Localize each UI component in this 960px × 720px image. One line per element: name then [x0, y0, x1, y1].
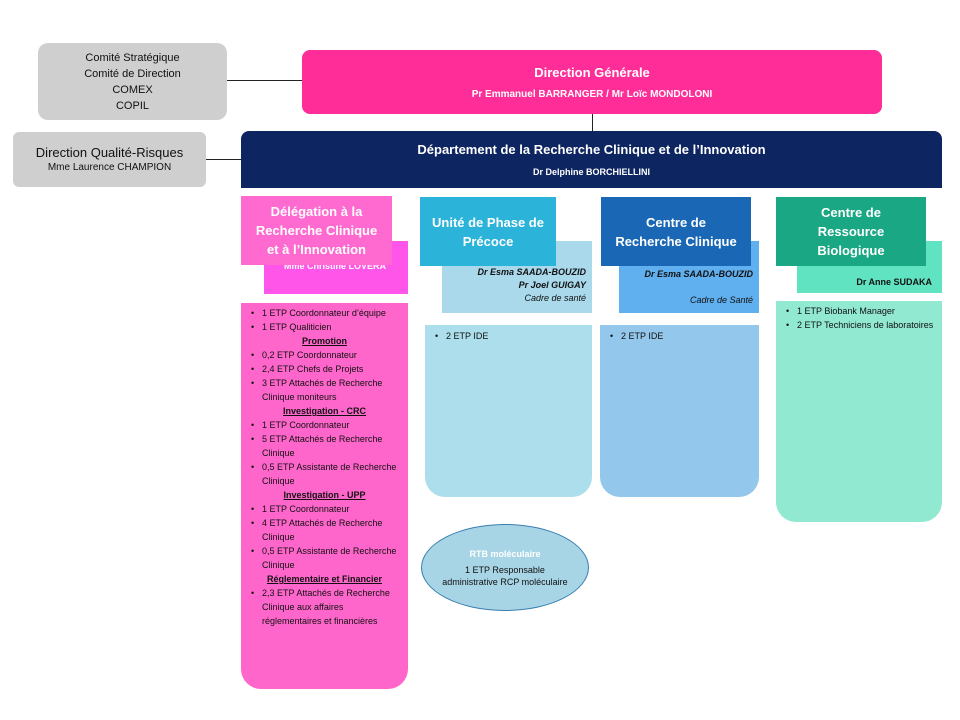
crb-title-line: Centre de: [821, 205, 881, 220]
list-item: 2 ETP IDE: [610, 329, 751, 343]
upp-title-box: Unité de Phase de Précoce: [420, 197, 556, 266]
list-item: 1 ETP Qualiticien: [251, 320, 398, 334]
delegation-list: 1 ETP Coordonnateur d’équipe 1 ETP Quali…: [251, 306, 398, 334]
section-heading-regulatory: Réglementaire et Financier: [266, 574, 383, 584]
section-heading-crc: Investigation - CRC: [282, 406, 366, 416]
list-item: 0,2 ETP Coordonnateur: [251, 348, 398, 362]
connector-dg-drci: [592, 114, 593, 131]
list-item: 2,4 ETP Chefs de Projets: [251, 362, 398, 376]
connector-quality: [206, 159, 241, 160]
crc-title-line: Centre de: [646, 214, 706, 230]
list-item: 5 ETP Attachés de Recherche Clinique: [251, 432, 398, 460]
upp-investigation-list: 1 ETP Coordonnateur 4 ETP Attachés de Re…: [251, 502, 398, 572]
delegation-head-name: Mme Christine LOVERA: [284, 261, 387, 271]
list-item: 1 ETP Coordonnateur d’équipe: [251, 306, 398, 320]
upp-list: 2 ETP IDE: [435, 329, 584, 343]
list-item: 1 ETP Biobank Manager: [786, 304, 934, 318]
direction-generale-box: Direction Générale Pr Emmanuel BARRANGER…: [302, 50, 882, 114]
crc-title-box: Centre de Recherche Clinique: [601, 197, 751, 266]
upp-role: Cadre de santé: [524, 293, 586, 303]
list-item: 1 ETP Coordonnateur: [251, 502, 398, 516]
direction-generale-title: Direction Générale: [534, 64, 650, 80]
upp-name-2: Pr Joel GUIGAY: [518, 280, 586, 290]
quality-box: Direction Qualité-Risques Mme Laurence C…: [13, 132, 206, 187]
crc-investigation-list: 1 ETP Coordonnateur 5 ETP Attachés de Re…: [251, 418, 398, 488]
crb-list: 1 ETP Biobank Manager 2 ETP Techniciens …: [786, 304, 934, 332]
upp-name-1: Dr Esma SAADA-BOUZID: [477, 267, 586, 277]
crb-title-box: Centre de Ressource Biologique: [776, 197, 926, 266]
list-item: 4 ETP Attachés de Recherche Clinique: [251, 516, 398, 544]
list-item: 0,5 ETP Assistante de Recherche Clinique: [251, 460, 398, 488]
crb-staff-box: 1 ETP Biobank Manager 2 ETP Techniciens …: [776, 301, 942, 522]
delegation-title-line: Délégation à la: [270, 204, 363, 219]
list-item: 1 ETP Coordonnateur: [251, 418, 398, 432]
list-item: 0,5 ETP Assistante de Recherche Clinique: [251, 544, 398, 572]
regulatory-list: 2,3 ETP Attachés de Recherche Clinique a…: [251, 586, 398, 628]
crb-title-line: Ressource: [817, 224, 885, 239]
section-heading-promotion: Promotion: [302, 336, 347, 346]
crc-role: Cadre de Santé: [689, 295, 753, 305]
list-item: 3 ETP Attachés de Recherche Clinique mon…: [251, 376, 398, 404]
crb-head-name: Dr Anne SUDAKA: [856, 277, 932, 287]
governance-line: Comité Stratégique: [85, 51, 180, 64]
drci-title: Département de la Recherche Clinique et …: [417, 142, 766, 157]
list-item: 2,3 ETP Attachés de Recherche Clinique a…: [251, 586, 398, 628]
quality-name: Mme Laurence CHAMPION: [47, 162, 172, 173]
upp-staff-box: 2 ETP IDE: [425, 325, 592, 497]
governance-line: COMEX: [112, 83, 153, 96]
connector-governance: [227, 80, 302, 81]
upp-title-line: Unité de Phase de: [432, 214, 544, 230]
list-item: 2 ETP Techniciens de laboratoires: [786, 318, 934, 332]
promotion-list: 0,2 ETP Coordonnateur 2,4 ETP Chefs de P…: [251, 348, 398, 404]
crb-title-line: Biologique: [817, 243, 885, 258]
rtb-ellipse: RTB moléculaire 1 ETP Responsable admini…: [421, 524, 589, 611]
delegation-title-line: Recherche Clinique: [255, 223, 378, 238]
governance-box: Comité Stratégique Comité de Direction C…: [38, 43, 227, 120]
crc-list: 2 ETP IDE: [610, 329, 751, 343]
section-heading-upp: Investigation - UPP: [283, 490, 366, 500]
crc-name-1: Dr Esma SAADA-BOUZID: [644, 269, 753, 279]
delegation-title-box: Délégation à la Recherche Clinique et à …: [241, 196, 392, 265]
delegation-title-line: et à l’Innovation: [267, 242, 366, 257]
governance-line: Comité de Direction: [84, 67, 181, 80]
list-item: 2 ETP IDE: [435, 329, 584, 343]
quality-title: Direction Qualité-Risques: [35, 145, 184, 160]
rtb-title: RTB moléculaire: [469, 548, 541, 559]
drci-box: Département de la Recherche Clinique et …: [241, 131, 942, 188]
crc-staff-box: 2 ETP IDE: [600, 325, 759, 497]
drci-name: Dr Delphine BORCHIELLINI: [532, 167, 650, 177]
governance-line: COPIL: [115, 99, 149, 112]
rtb-text: 1 ETP Responsable administrative RCP mol…: [442, 564, 568, 587]
crc-title-line: Recherche Clinique: [615, 233, 737, 249]
delegation-staff-box: 1 ETP Coordonnateur d’équipe 1 ETP Quali…: [241, 303, 408, 689]
upp-title-line: Précoce: [462, 233, 514, 249]
direction-generale-names: Pr Emmanuel BARRANGER / Mr Loïc MONDOLON…: [471, 88, 713, 100]
